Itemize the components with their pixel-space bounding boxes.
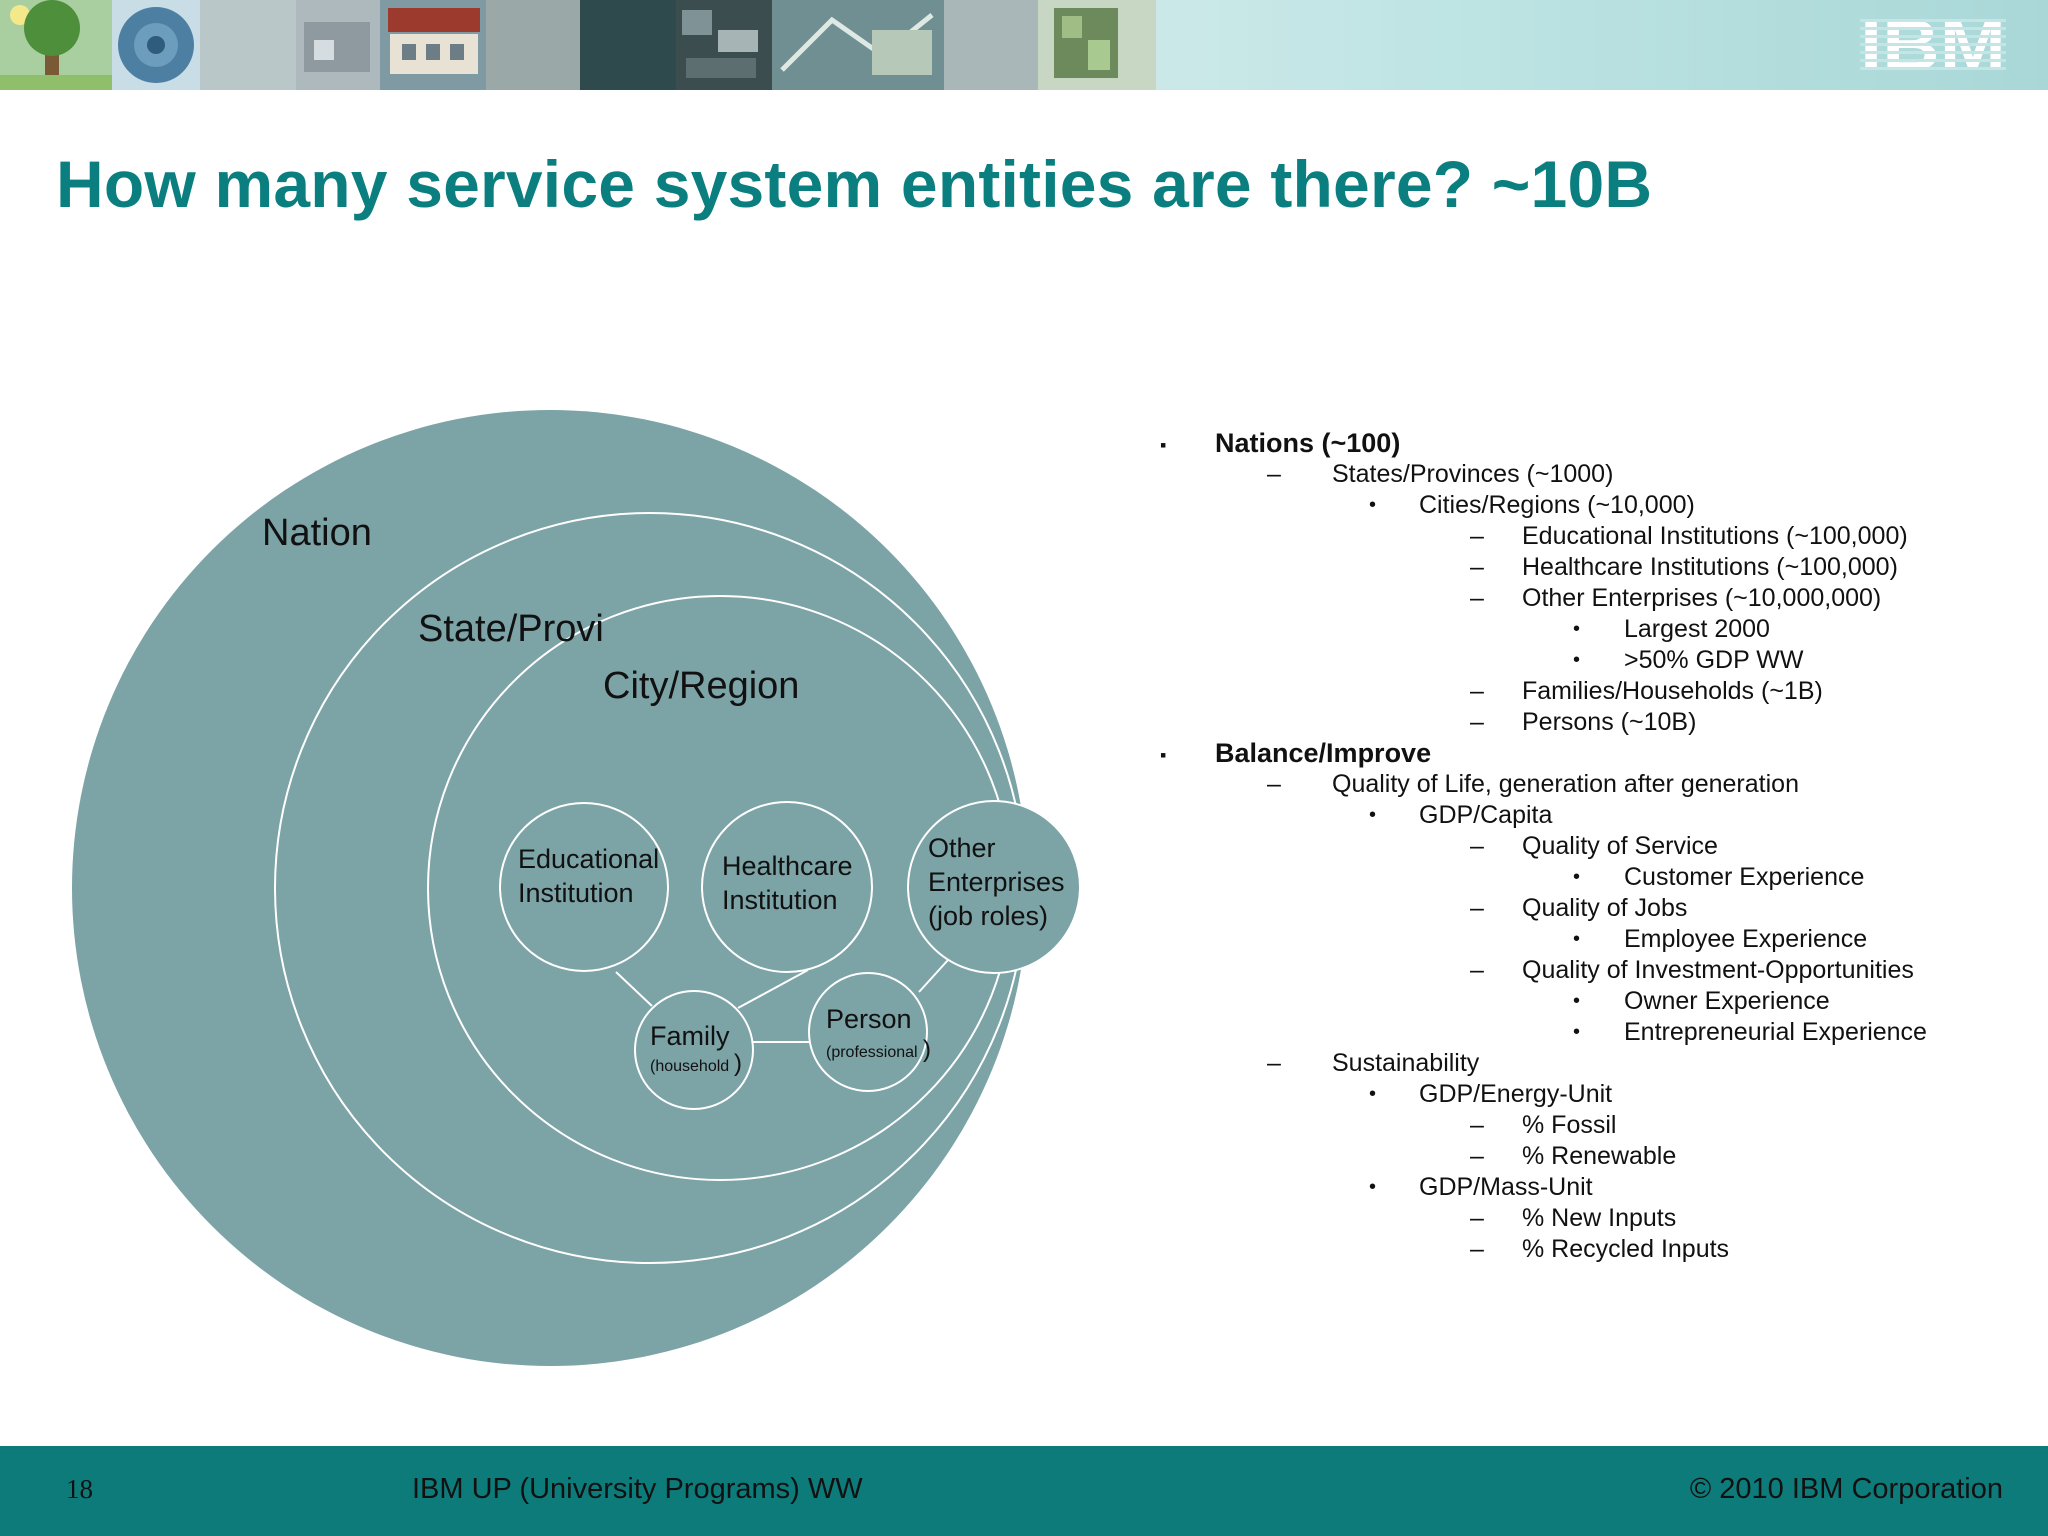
outline-item: •GDP/Mass-Unit <box>1369 1173 1593 1201</box>
street-photo <box>486 0 580 90</box>
other-enterprises-circle <box>907 800 1081 974</box>
other-label-line2: Enterprises <box>928 867 1065 897</box>
healthcare-circle <box>701 801 873 973</box>
dot-bullet-icon: • <box>1369 804 1377 826</box>
map-photo <box>772 0 944 90</box>
dash-bullet-icon: – <box>1470 956 1484 984</box>
dash-bullet-icon: – <box>1470 1142 1484 1170</box>
outline-item: –% Renewable <box>1470 1142 1677 1170</box>
person-label: Person <box>826 1004 912 1034</box>
other-label-line1: Other <box>928 833 996 863</box>
tree-photo <box>0 0 112 90</box>
footer-copyright: © 2010 IBM Corporation <box>1689 1473 2003 1505</box>
education-label-line2: Institution <box>518 878 634 908</box>
square-bullet-icon: ▪ <box>1160 435 1167 455</box>
entity-outline: ▪Nations (~100) –States/Provinces (~1000… <box>1160 428 2040 1265</box>
state-label: State/Provi <box>418 608 604 650</box>
outline-item: –Educational Institutions (~100,000) <box>1470 522 1908 550</box>
dot-bullet-icon: • <box>1573 866 1581 888</box>
dash-bullet-icon: – <box>1470 894 1484 922</box>
outline-item: –Quality of Jobs <box>1470 894 1688 922</box>
dash-bullet-icon: – <box>1470 1235 1484 1263</box>
outline-item: –Quality of Service <box>1470 832 1718 860</box>
outline-item: –States/Provinces (~1000) <box>1267 460 1614 488</box>
outline-item: –Other Enterprises (~10,000,000) <box>1470 584 1882 612</box>
dash-bullet-icon: – <box>1470 1204 1484 1232</box>
outline-item: •GDP/Capita <box>1369 801 1553 829</box>
square-bullet-icon: ▪ <box>1160 745 1167 765</box>
panel-photo <box>200 0 296 90</box>
ibm-logo: IBM <box>1860 12 2006 76</box>
outline-item: •Cities/Regions (~10,000) <box>1369 491 1695 519</box>
city-aerial-photo <box>676 0 772 90</box>
outline-item: •Employee Experience <box>1573 925 1868 953</box>
outline-item: •Customer Experience <box>1573 863 1865 891</box>
header-banner: IBM <box>0 0 2048 90</box>
dot-bullet-icon: • <box>1573 1021 1581 1043</box>
globe-diagram-photo <box>112 0 200 90</box>
family-paren: ) <box>734 1050 742 1077</box>
dot-bullet-icon: • <box>1369 1083 1377 1105</box>
outline-item: –Quality of Investment-Opportunities <box>1470 956 1914 984</box>
dot-bullet-icon: • <box>1369 494 1377 516</box>
dot-bullet-icon: • <box>1573 649 1581 671</box>
nation-label: Nation <box>262 512 372 554</box>
outline-item: ▪Balance/Improve <box>1160 738 2040 769</box>
person-circle <box>808 972 928 1092</box>
connector-lines <box>615 959 949 1043</box>
person-sublabel: (professional <box>826 1044 918 1061</box>
outline-item: ▪Nations (~100) <box>1160 428 2040 459</box>
dash-bullet-icon: – <box>1267 460 1281 488</box>
dark-panel-photo <box>580 0 676 90</box>
education-circle <box>499 802 669 972</box>
dot-bullet-icon: • <box>1573 618 1581 640</box>
dash-bullet-icon: – <box>1470 553 1484 581</box>
other-label-line3: (job roles) <box>928 901 1048 931</box>
family-circle <box>634 990 754 1110</box>
dash-bullet-icon: – <box>1267 770 1281 798</box>
dash-bullet-icon: – <box>1470 832 1484 860</box>
dash-bullet-icon: – <box>1470 677 1484 705</box>
house-photo <box>380 0 486 90</box>
family-label: Family <box>650 1021 730 1051</box>
outline-item: –% Fossil <box>1470 1111 1617 1139</box>
outline-item: –% Recycled Inputs <box>1470 1235 1730 1263</box>
entity-diagram: Nation State/Provi City/Region Education… <box>72 410 1081 1366</box>
dash-bullet-icon: – <box>1267 1049 1281 1077</box>
outline-item: •GDP/Energy-Unit <box>1369 1080 1613 1108</box>
field-photo <box>1038 0 1156 90</box>
outline-item: –% New Inputs <box>1470 1204 1677 1232</box>
education-label-line1: Educational <box>518 844 659 874</box>
person-paren: ) <box>923 1036 931 1063</box>
dash-bullet-icon: – <box>1470 584 1484 612</box>
outline-item: –Persons (~10B) <box>1470 708 1697 736</box>
outline-item: •>50% GDP WW <box>1573 646 1804 674</box>
healthcare-label-line2: Institution <box>722 885 838 915</box>
dot-bullet-icon: • <box>1369 1176 1377 1198</box>
outline-item: •Largest 2000 <box>1573 615 1770 643</box>
outline-item: –Healthcare Institutions (~100,000) <box>1470 553 1898 581</box>
city-label: City/Region <box>603 665 799 707</box>
dash-bullet-icon: – <box>1470 708 1484 736</box>
dot-bullet-icon: • <box>1573 928 1581 950</box>
page-number: 18 <box>66 1474 93 1504</box>
family-sublabel: (household <box>650 1058 729 1075</box>
building-photo <box>296 0 380 90</box>
dot-bullet-icon: • <box>1573 990 1581 1012</box>
grey-panel-photo <box>944 0 1038 90</box>
outline-item: –Quality of Life, generation after gener… <box>1267 770 1799 798</box>
outline-item: –Sustainability <box>1267 1049 1480 1077</box>
footer-program: IBM UP (University Programs) WW <box>412 1473 863 1505</box>
outline-item: –Families/Households (~1B) <box>1470 677 1823 705</box>
page-title: How many service system entities are the… <box>56 147 1653 221</box>
healthcare-label-line1: Healthcare <box>722 851 853 881</box>
outline-item: •Owner Experience <box>1573 987 1830 1015</box>
dash-bullet-icon: – <box>1470 1111 1484 1139</box>
footer-bar: 18 IBM UP (University Programs) WW © 201… <box>0 1446 2048 1536</box>
dash-bullet-icon: – <box>1470 522 1484 550</box>
outline-item: •Entrepreneurial Experience <box>1573 1018 1927 1046</box>
